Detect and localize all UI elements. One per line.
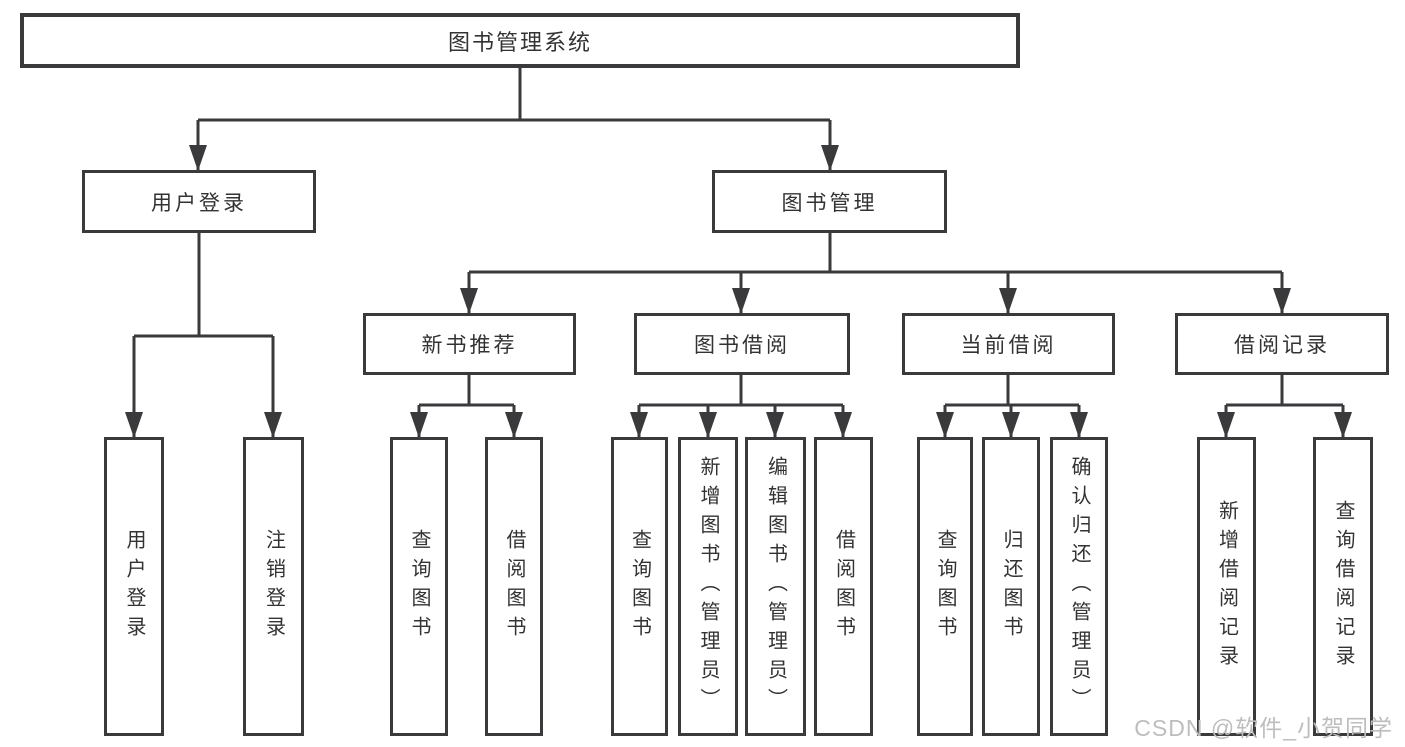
leaf-current-confirm-return-admin: 确认归还（管理员）: [1050, 437, 1108, 736]
leaf-newbooks-query-books-label: 查询图书: [408, 528, 430, 645]
leaf-borrowing-borrow-books-label: 借阅图书: [832, 528, 855, 645]
leaf-current-query-books: 查询图书: [917, 437, 973, 736]
node-book-borrowing-label: 图书借阅: [694, 334, 790, 357]
leaf-current-confirm-return-admin-label: 确认归还（管理员）: [1068, 456, 1090, 717]
leaf-logout: 注销登录: [243, 437, 304, 736]
node-user-login-label: 用户登录: [151, 191, 247, 215]
leaf-user-login: 用户登录: [104, 437, 164, 736]
leaf-current-query-books-label: 查询图书: [934, 528, 956, 645]
node-current-borrowing-label: 当前借阅: [960, 334, 1057, 357]
leaf-borrowing-query-books-label: 查询图书: [628, 528, 651, 645]
leaf-records-add-record-label: 新增借阅记录: [1215, 499, 1238, 674]
leaf-user-login-label: 用户登录: [123, 528, 145, 645]
node-new-book-recommend-label: 新书推荐: [421, 334, 518, 357]
csdn-watermark: CSDN @软件_小贺同学: [1134, 715, 1393, 741]
node-root-label: 图书管理系统: [447, 29, 592, 55]
node-root-system: 图书管理系统: [20, 13, 1020, 68]
leaf-logout-label: 注销登录: [262, 528, 285, 645]
node-book-management-branch: 图书管理: [712, 170, 947, 233]
node-book-borrowing: 图书借阅: [634, 313, 850, 375]
leaf-records-add-record: 新增借阅记录: [1197, 437, 1256, 736]
leaf-current-return-books: 归还图书: [982, 437, 1040, 736]
leaf-current-return-books-label: 归还图书: [1000, 528, 1022, 645]
leaf-newbooks-query-books: 查询图书: [390, 437, 448, 736]
node-new-book-recommend: 新书推荐: [363, 313, 576, 375]
leaf-records-query-record-label: 查询借阅记录: [1332, 499, 1354, 674]
leaf-borrowing-add-books-admin: 新增图书（管理员）: [678, 437, 738, 736]
leaf-newbooks-borrow-books: 借阅图书: [485, 437, 543, 736]
leaf-borrowing-edit-books-admin-label: 编辑图书（管理员）: [764, 456, 787, 717]
leaf-borrowing-query-books: 查询图书: [611, 437, 668, 736]
node-user-login-branch: 用户登录: [82, 170, 316, 233]
leaf-borrowing-borrow-books: 借阅图书: [814, 437, 873, 736]
node-borrowing-records-label: 借阅记录: [1234, 334, 1330, 357]
node-book-management-label: 图书管理: [781, 191, 878, 215]
leaf-borrowing-add-books-admin-label: 新增图书（管理员）: [697, 456, 719, 717]
node-current-borrowing: 当前借阅: [902, 313, 1115, 375]
node-borrowing-records: 借阅记录: [1175, 313, 1389, 375]
leaf-borrowing-edit-books-admin: 编辑图书（管理员）: [745, 437, 806, 736]
leaf-newbooks-borrow-books-label: 借阅图书: [503, 528, 525, 645]
leaf-records-query-record: 查询借阅记录: [1313, 437, 1373, 736]
